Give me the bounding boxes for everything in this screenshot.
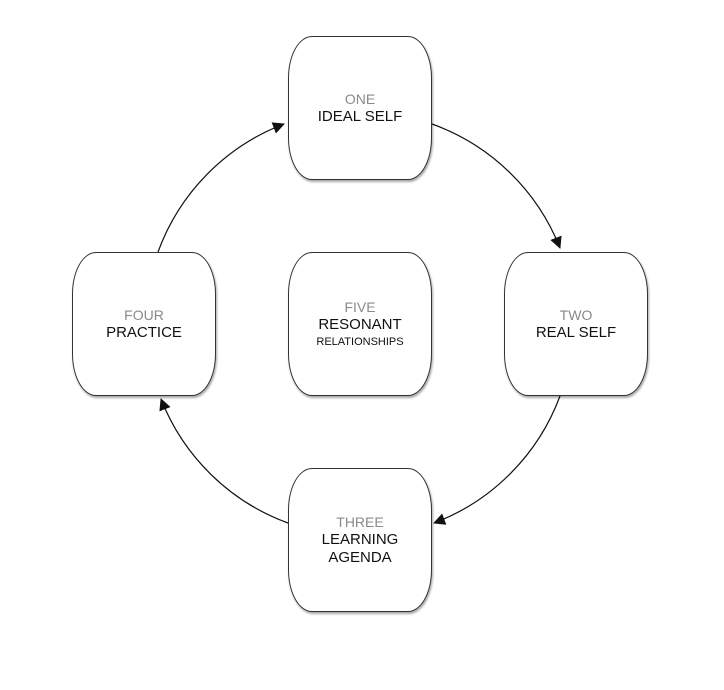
node-three-title-line2: AGENDA bbox=[328, 549, 392, 566]
node-five-number: FIVE bbox=[344, 299, 376, 315]
arrow-four-to-one bbox=[157, 122, 285, 253]
node-three-learning-agenda: THREE LEARNING AGENDA bbox=[288, 468, 432, 612]
node-four-title: PRACTICE bbox=[106, 324, 182, 341]
node-one-ideal-self: ONE IDEAL SELF bbox=[288, 36, 432, 180]
arrow-one-to-two bbox=[431, 123, 562, 249]
arrow-two-to-three bbox=[433, 395, 561, 525]
node-two-number: TWO bbox=[559, 307, 593, 323]
node-two-title: REAL SELF bbox=[535, 324, 617, 341]
node-five-title: RESONANT bbox=[318, 316, 402, 333]
node-one-title: IDEAL SELF bbox=[317, 108, 403, 125]
node-one-number: ONE bbox=[344, 91, 376, 107]
node-four-number: FOUR bbox=[124, 307, 164, 323]
node-five-subtitle: RELATIONSHIPS bbox=[316, 336, 404, 348]
node-two-real-self: TWO REAL SELF bbox=[504, 252, 648, 396]
node-three-title: LEARNING bbox=[321, 531, 399, 548]
node-five-resonant-relationships: FIVE RESONANT RELATIONSHIPS bbox=[288, 252, 432, 396]
node-four-practice: FOUR PRACTICE bbox=[72, 252, 216, 396]
node-three-number: THREE bbox=[336, 514, 384, 530]
arrow-three-to-four bbox=[159, 398, 289, 524]
